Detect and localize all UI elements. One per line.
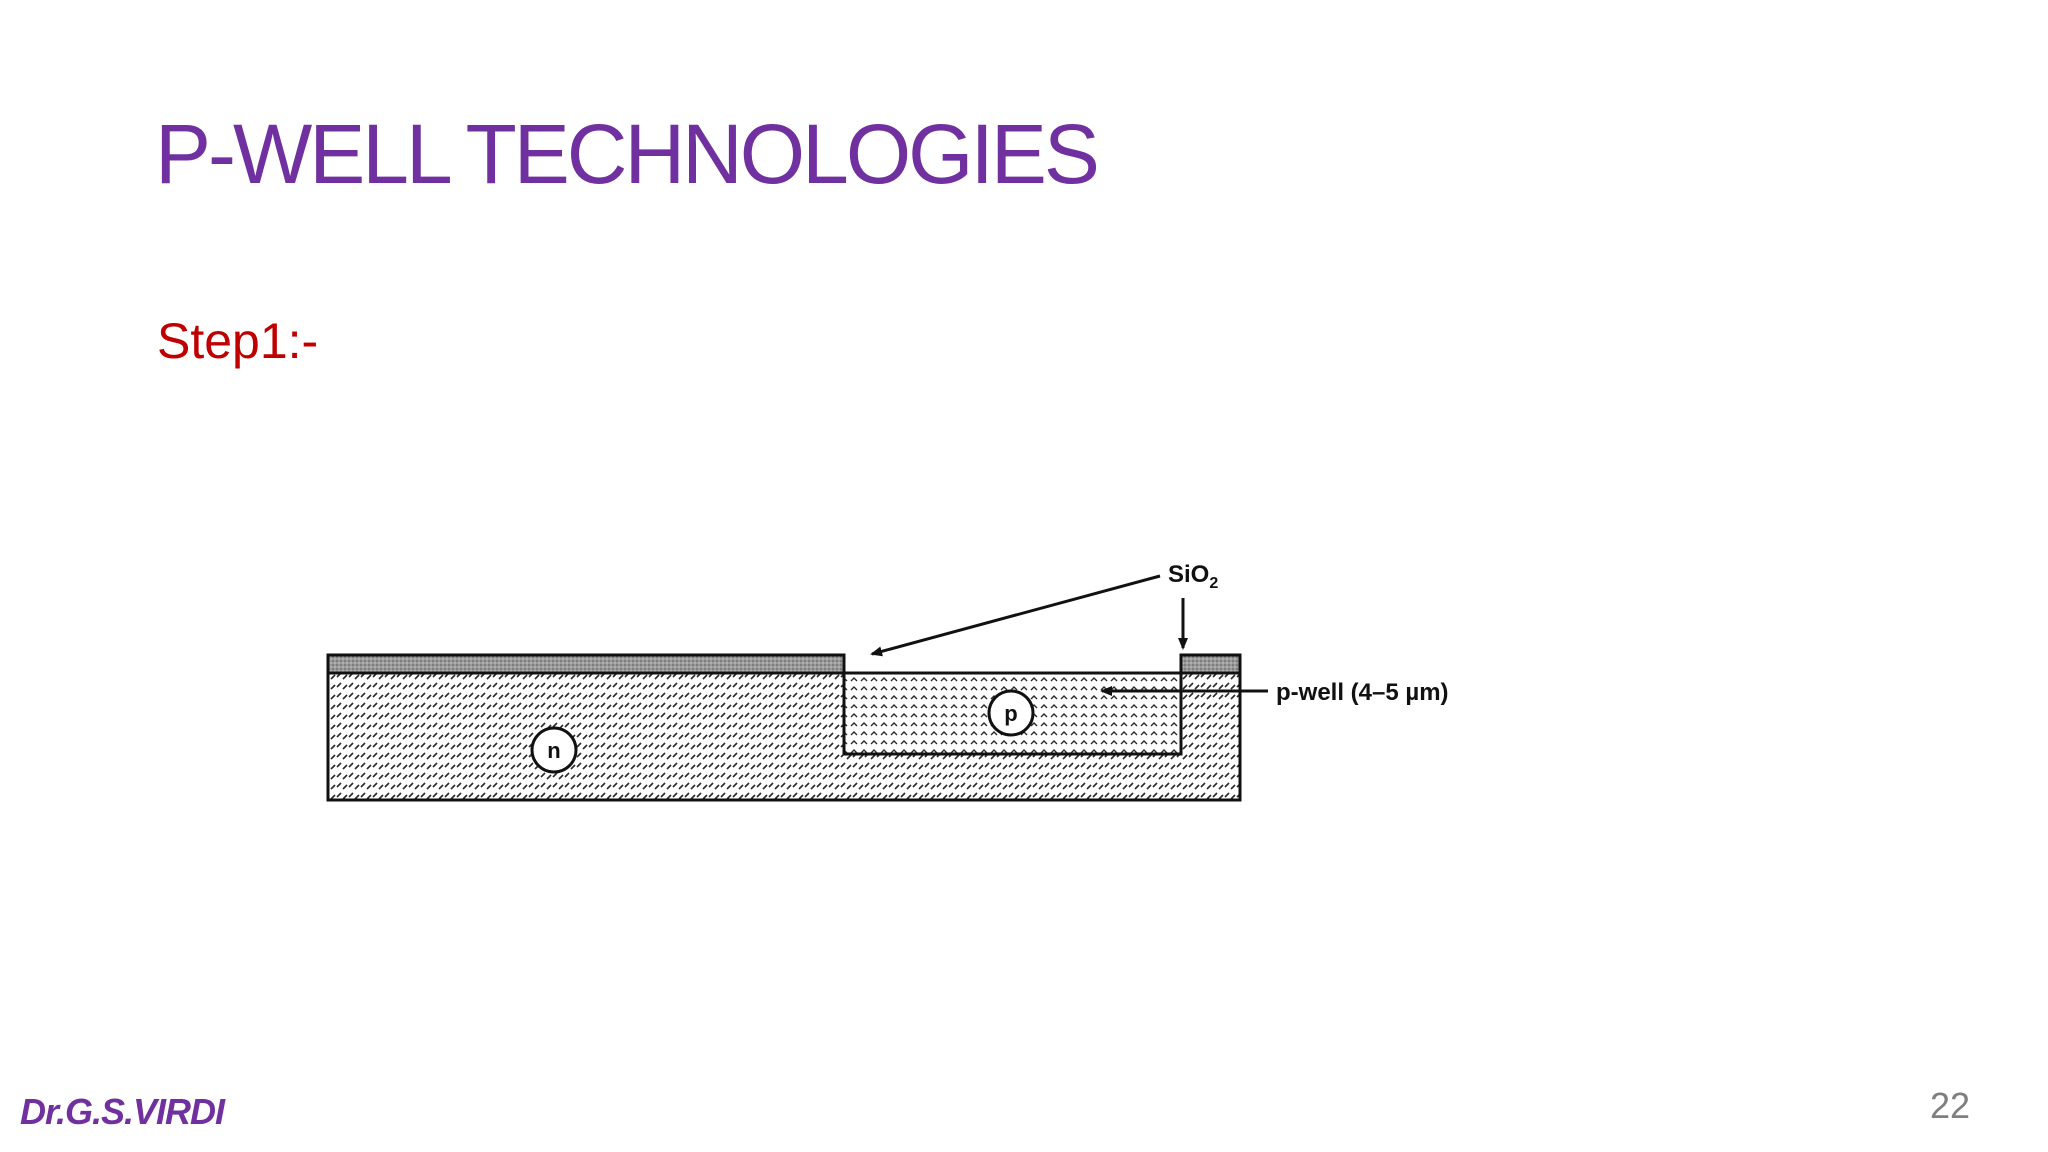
- pwell-cross-section-diagram: n p SiO2 p-well (4–5 µm): [300, 540, 1540, 820]
- sio2-layer-left: [326, 653, 846, 675]
- slide-title: P-WELL TECHNOLOGIES: [155, 107, 1100, 201]
- p-well-depth-label: p-well (4–5 µm): [1276, 679, 1449, 706]
- sio2-layer-right: [1179, 653, 1242, 675]
- p-region-label: p: [1004, 701, 1017, 726]
- page-number: 22: [1929, 1085, 1970, 1126]
- sio2-arrow-left: [870, 574, 1161, 657]
- p-region-marker: [987, 689, 1035, 737]
- n-region-marker: [530, 726, 578, 774]
- n-region-label: n: [547, 738, 560, 763]
- sio2-label: SiO2: [1168, 561, 1218, 592]
- author-footer: Dr.G.S.VIRDI: [20, 1091, 225, 1132]
- step-label: Step1:-: [157, 313, 319, 369]
